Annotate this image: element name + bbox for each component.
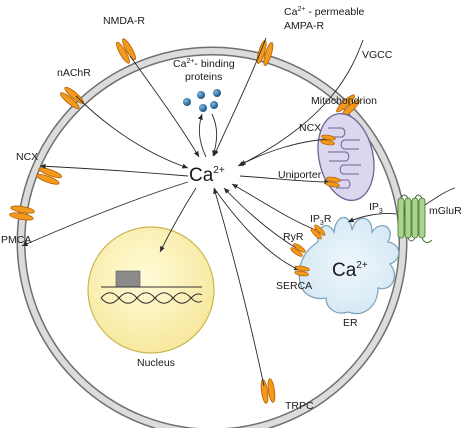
label-nmda-r: NMDA-R — [103, 15, 145, 27]
endoplasmic-reticulum — [298, 216, 400, 315]
label-nachr: nAChR — [57, 67, 91, 79]
cell-membrane — [16, 46, 408, 433]
arrow-ncx-mito-to-ca — [239, 138, 333, 166]
label-mglur: mGluR — [429, 205, 462, 217]
arrow-ca-to-uniporter — [239, 175, 331, 185]
label-serca: SERCA — [276, 280, 312, 292]
label-ca-center: Ca2+ — [189, 165, 225, 186]
binding-protein-dot — [210, 101, 218, 109]
binding-protein-dot — [199, 104, 207, 112]
gene-box-icon — [115, 270, 141, 288]
dna-helix-icon — [100, 292, 203, 304]
arrow-ip3r-to-ca — [231, 183, 317, 231]
arrow-vgcc-to-ca — [237, 39, 364, 167]
arrow-nmda-to-ca — [129, 55, 200, 158]
flux-arrows — [21, 37, 397, 387]
label-mitochondrion: Mitochondrion — [311, 95, 377, 107]
label-vgcc: VGCC — [362, 49, 393, 61]
channel-ip3r — [310, 224, 326, 240]
ca-binding-proteins — [183, 89, 221, 112]
binding-protein-dot — [197, 91, 205, 99]
arrow-binding-proteins-to-ca — [211, 113, 218, 157]
nucleus-body — [87, 226, 215, 354]
arrow-ryr-to-ca — [223, 187, 297, 249]
label-trpc: TRPC — [285, 400, 314, 412]
arrow-ca-to-binding-proteins — [197, 113, 207, 158]
label-binding-proteins-line2: proteins — [185, 71, 222, 83]
channel-vgcc — [336, 94, 360, 118]
channel-trpc — [260, 378, 276, 404]
label-ncx-membrane: NCX — [16, 151, 38, 163]
channel-uniporter — [325, 176, 341, 188]
arrow-ip3-to-ip3r — [347, 213, 397, 223]
er-body — [298, 216, 400, 315]
arrow-ca-to-ncx-membrane — [39, 163, 189, 177]
membrane-inner-ring — [18, 48, 406, 433]
mglur-receptor-icon — [397, 187, 456, 243]
label-ca-er: Ca2+ — [332, 260, 368, 281]
label-uniporter: Uniporter — [278, 169, 322, 181]
arrow-ca-to-serca — [213, 187, 301, 271]
label-ncx-mito: NCX — [299, 122, 321, 134]
arrow-ampa-to-ca — [213, 37, 267, 157]
channel-ncx-mito — [320, 134, 336, 146]
label-ampa-r: Ca2+ - permeable — [284, 6, 365, 18]
channel-serca — [294, 265, 310, 277]
binding-protein-dot — [183, 98, 191, 106]
channel-ncx-membrane — [36, 167, 62, 185]
label-pmca: PMCA — [1, 234, 31, 246]
label-ampa-r-line2: AMPA-R — [284, 20, 324, 32]
channel-ryr — [290, 243, 306, 257]
arrow-ca-to-nucleus — [159, 187, 197, 253]
label-er: ER — [343, 317, 358, 329]
binding-protein-dot — [213, 89, 221, 97]
channel-nmda-r — [116, 38, 136, 64]
label-ip3r: IP3R — [310, 213, 332, 227]
arrow-trpc-to-ca — [213, 187, 265, 387]
nucleus — [87, 226, 215, 354]
arrow-nachr-to-ca — [75, 95, 189, 169]
label-ryr: RyR — [283, 231, 304, 243]
arrow-ca-to-pmca — [21, 181, 189, 247]
label-binding-proteins: Ca2+- binding — [173, 58, 235, 70]
label-ip3: IP3 — [369, 201, 383, 215]
mitochondrion-cristae — [328, 127, 361, 189]
label-nucleus: Nucleus — [137, 357, 175, 369]
